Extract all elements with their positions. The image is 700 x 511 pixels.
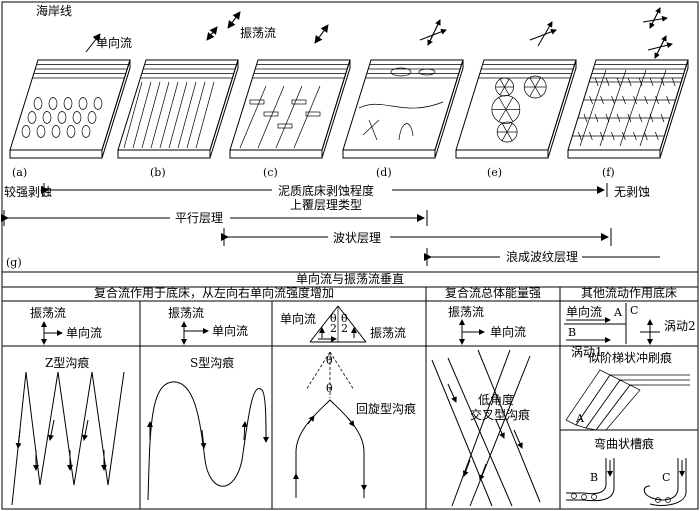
r1c4-unidirectional-label: 单向流	[490, 324, 526, 339]
coastline-label: 海岸线	[36, 3, 72, 18]
no-erosion-label: 无剥蚀	[614, 185, 650, 199]
block-diagram-a	[9, 59, 131, 159]
r1c3-two-right: 2	[341, 322, 348, 335]
s-marks-path	[147, 381, 267, 501]
oscillatory-arrow-b	[206, 26, 218, 41]
r1c4-oscillatory-label: 振荡流	[448, 305, 484, 319]
unidirectional-arrow	[85, 33, 101, 53]
bend-marks-label: 弯曲状槽痕	[594, 436, 654, 451]
panel-label-e: (e)	[487, 166, 502, 179]
bottom-title: 单向流与振荡流垂直	[296, 271, 404, 286]
swirl-theta-1: θ	[326, 354, 333, 367]
wavy-bedding-label: 波状层理	[333, 231, 381, 245]
overlying-type-label: 上覆层理类型	[290, 198, 362, 212]
r1c3-theta-right: θ	[341, 312, 348, 325]
bend-marks-drawing	[566, 458, 687, 506]
wave-ripple-label: 浪成波纹层理	[506, 249, 578, 264]
bend-mark-B: B	[590, 471, 598, 484]
panel-label-c: (c)	[263, 166, 278, 179]
r1c3-two-left: 2	[330, 322, 337, 335]
r1c3-unidirectional-label: 单向流	[280, 311, 316, 326]
panel-label-a: (a)	[12, 166, 27, 179]
low-angle-label-2: 交叉型沟痕	[470, 407, 530, 422]
low-angle-label-1: 低角度	[478, 392, 514, 407]
s-marks-arrows	[147, 421, 269, 449]
z-marks-path	[11, 371, 125, 506]
col3-header: 其他流动作用底床	[581, 285, 677, 300]
oscillatory-arrow-c2	[314, 24, 329, 44]
panel-label-b: (b)	[150, 166, 166, 179]
block-diagram-f	[567, 59, 689, 159]
col2-header: 复合流总体能量强	[445, 285, 541, 300]
stair-mark-A: A	[575, 412, 585, 425]
r1c1-unidirectional-label: 单向流	[66, 325, 102, 340]
r1c3-oscillatory-label: 振荡流	[370, 326, 406, 340]
r1c5-vortex2-label: 涡动2	[664, 319, 696, 333]
swirl-theta-2: θ	[326, 382, 333, 395]
r1c2-unidirectional-label: 单向流	[212, 323, 248, 338]
z-marks-label: Z型沟痕	[45, 355, 89, 370]
block-diagram-d	[342, 59, 464, 159]
combined-flow-arrow-e	[529, 21, 557, 47]
r1c5-C: C	[630, 304, 638, 317]
swirl-marks-label: 回旋型沟痕	[356, 401, 416, 416]
panel-label-g: (g)	[6, 256, 22, 269]
r1c3-triangle-diagram	[309, 305, 367, 343]
panel-label-f: (f)	[602, 166, 615, 179]
r1c5-A: A	[613, 306, 623, 319]
stair-marks-label: 似阶梯状冲刷痕	[588, 350, 672, 365]
block-diagram-e	[455, 59, 577, 159]
parallel-bedding-label: 平行层理	[175, 211, 223, 225]
stair-marks-drawing	[565, 369, 690, 431]
oscillatory-flow-label: 振荡流	[240, 26, 276, 40]
unidirectional-flow-label: 单向流	[96, 35, 132, 50]
bottom-frame	[1, 271, 699, 510]
r1c5-unidirectional-label: 单向流	[566, 304, 602, 319]
strong-erosion-label: 较强剥蚀	[4, 184, 52, 199]
panel-label-d: (d)	[376, 166, 392, 179]
oscillatory-arrow-c	[227, 11, 241, 29]
erosion-degree-label: 泥质底床剥蚀程度	[278, 183, 374, 198]
combined-flow-arrow-f	[642, 7, 673, 59]
bend-mark-C: C	[662, 471, 670, 484]
col1-header: 复合流作用于底床，从左向右单向流强度增加	[94, 285, 334, 300]
s-marks-label: S型沟痕	[190, 355, 234, 370]
block-diagram-c	[229, 59, 351, 159]
r1c5-B: B	[568, 326, 576, 339]
low-angle-cross-marks	[431, 349, 541, 507]
z-marks-arrows	[15, 419, 107, 471]
r1c3-theta-left: θ	[330, 312, 337, 325]
swirl-marks-diagram	[293, 351, 367, 498]
r1c2-oscillatory-label: 振荡流	[168, 306, 204, 320]
block-diagram-b	[117, 59, 239, 159]
r1c5-vortex1-label: 涡动1	[571, 345, 603, 359]
combined-flow-arrow-d	[419, 19, 447, 46]
r1c1-oscillatory-label: 振荡流	[30, 306, 66, 320]
